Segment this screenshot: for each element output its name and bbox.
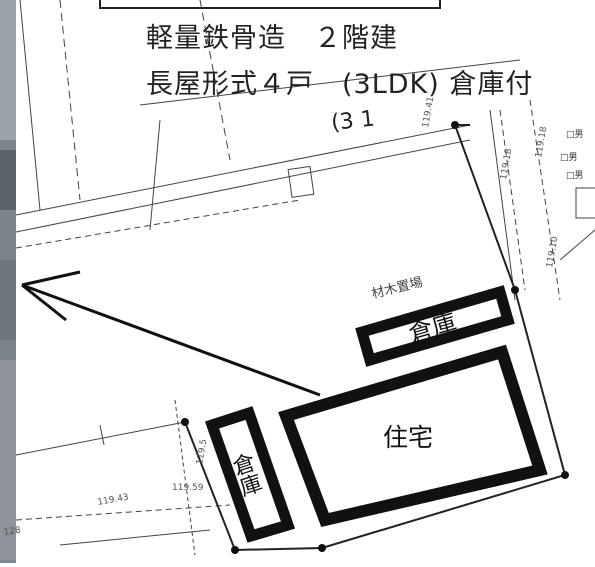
house-label: 住宅	[383, 423, 433, 452]
storage-building-top	[355, 285, 515, 367]
elevation-label: 128	[3, 526, 22, 538]
storage-building-left	[204, 406, 296, 543]
legend-fragment: □男	[566, 170, 584, 181]
heading-line-2: 長屋形式４戸 (3LDK) 倉庫付	[146, 69, 534, 100]
legend-fragment: □男	[566, 129, 584, 140]
heading-line-1: 軽量鉄骨造 ２階建	[146, 23, 398, 54]
elevation-label: 119.5	[195, 438, 209, 465]
photo-strip	[0, 0, 16, 563]
house-building	[278, 344, 548, 528]
elevation-label: 119.18	[499, 148, 514, 181]
parcel-number: (3 1	[330, 107, 376, 136]
elevation-label: 119.10	[545, 236, 560, 269]
legend-fragment: □男	[560, 152, 578, 163]
boundary-points	[181, 121, 569, 554]
elevation-label: 119.18	[534, 126, 549, 159]
site-boundary	[184, 124, 567, 552]
lumber-yard-label: 材木置場	[370, 275, 424, 302]
access-arrow	[21, 270, 321, 397]
heading-frame	[99, 0, 441, 9]
elevation-label: 119.59	[172, 483, 204, 493]
survey-lines	[15, 0, 595, 556]
elevation-label: 119.43	[97, 493, 130, 508]
